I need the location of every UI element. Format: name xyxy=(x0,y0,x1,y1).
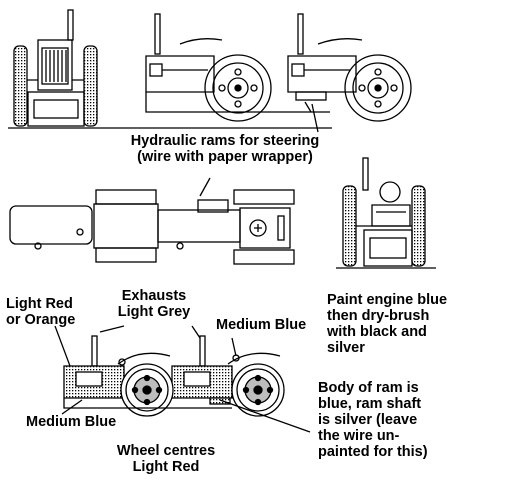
wheel-centres-label: Wheel centres Light Red xyxy=(106,443,226,475)
body-of-ram-line-5: painted for this) xyxy=(318,444,428,460)
body-of-ram-line-2: blue, ram shaft xyxy=(318,396,422,412)
light-red-line-2: or Orange xyxy=(6,312,76,328)
paint-engine-line-1: Paint engine blue xyxy=(327,292,448,308)
exhausts-label: Exhausts Light Grey xyxy=(106,288,202,320)
body-of-ram-line-3: is silver (leave xyxy=(318,412,418,428)
paint-engine-line-3: with black and xyxy=(327,324,427,340)
leader-lines xyxy=(54,325,311,433)
medium-blue-bottom-label: Medium Blue xyxy=(26,414,117,430)
rear-view xyxy=(336,157,436,269)
light-red-line-1: Light Red xyxy=(6,296,73,312)
wheel-centres-line-2: Light Red xyxy=(132,459,200,475)
paint-engine-label: Paint engine blue then dry-brush with bl… xyxy=(327,292,447,356)
paint-engine-line-2: then dry-brush xyxy=(327,308,430,324)
paint-engine-line-4: silver xyxy=(327,340,365,356)
hydraulic-rams-line-2: (wire with paper wrapper) xyxy=(137,149,313,165)
hydraulic-rams-line-1: Hydraulic rams for steering xyxy=(130,133,320,149)
painted-view xyxy=(63,335,285,417)
exhausts-line-2: Light Grey xyxy=(117,304,191,320)
light-red-or-orange-label: Light Red or Orange xyxy=(6,296,75,328)
plan-view xyxy=(9,177,295,265)
side-view xyxy=(145,13,412,122)
hydraulic-pointer-top xyxy=(311,103,319,133)
body-of-ram-line-4: the wire un- xyxy=(318,428,400,444)
body-of-ram-line-1: Body of ram is xyxy=(318,380,419,396)
medium-blue-top-label: Medium Blue xyxy=(216,317,307,333)
exhausts-line-1: Exhausts xyxy=(121,288,187,304)
hydraulic-rams-label: Hydraulic rams for steering (wire with p… xyxy=(108,133,342,165)
front-view xyxy=(13,9,98,127)
body-of-ram-label: Body of ram is blue, ram shaft is silver… xyxy=(318,380,428,460)
wheel-centres-line-1: Wheel centres xyxy=(116,443,216,459)
